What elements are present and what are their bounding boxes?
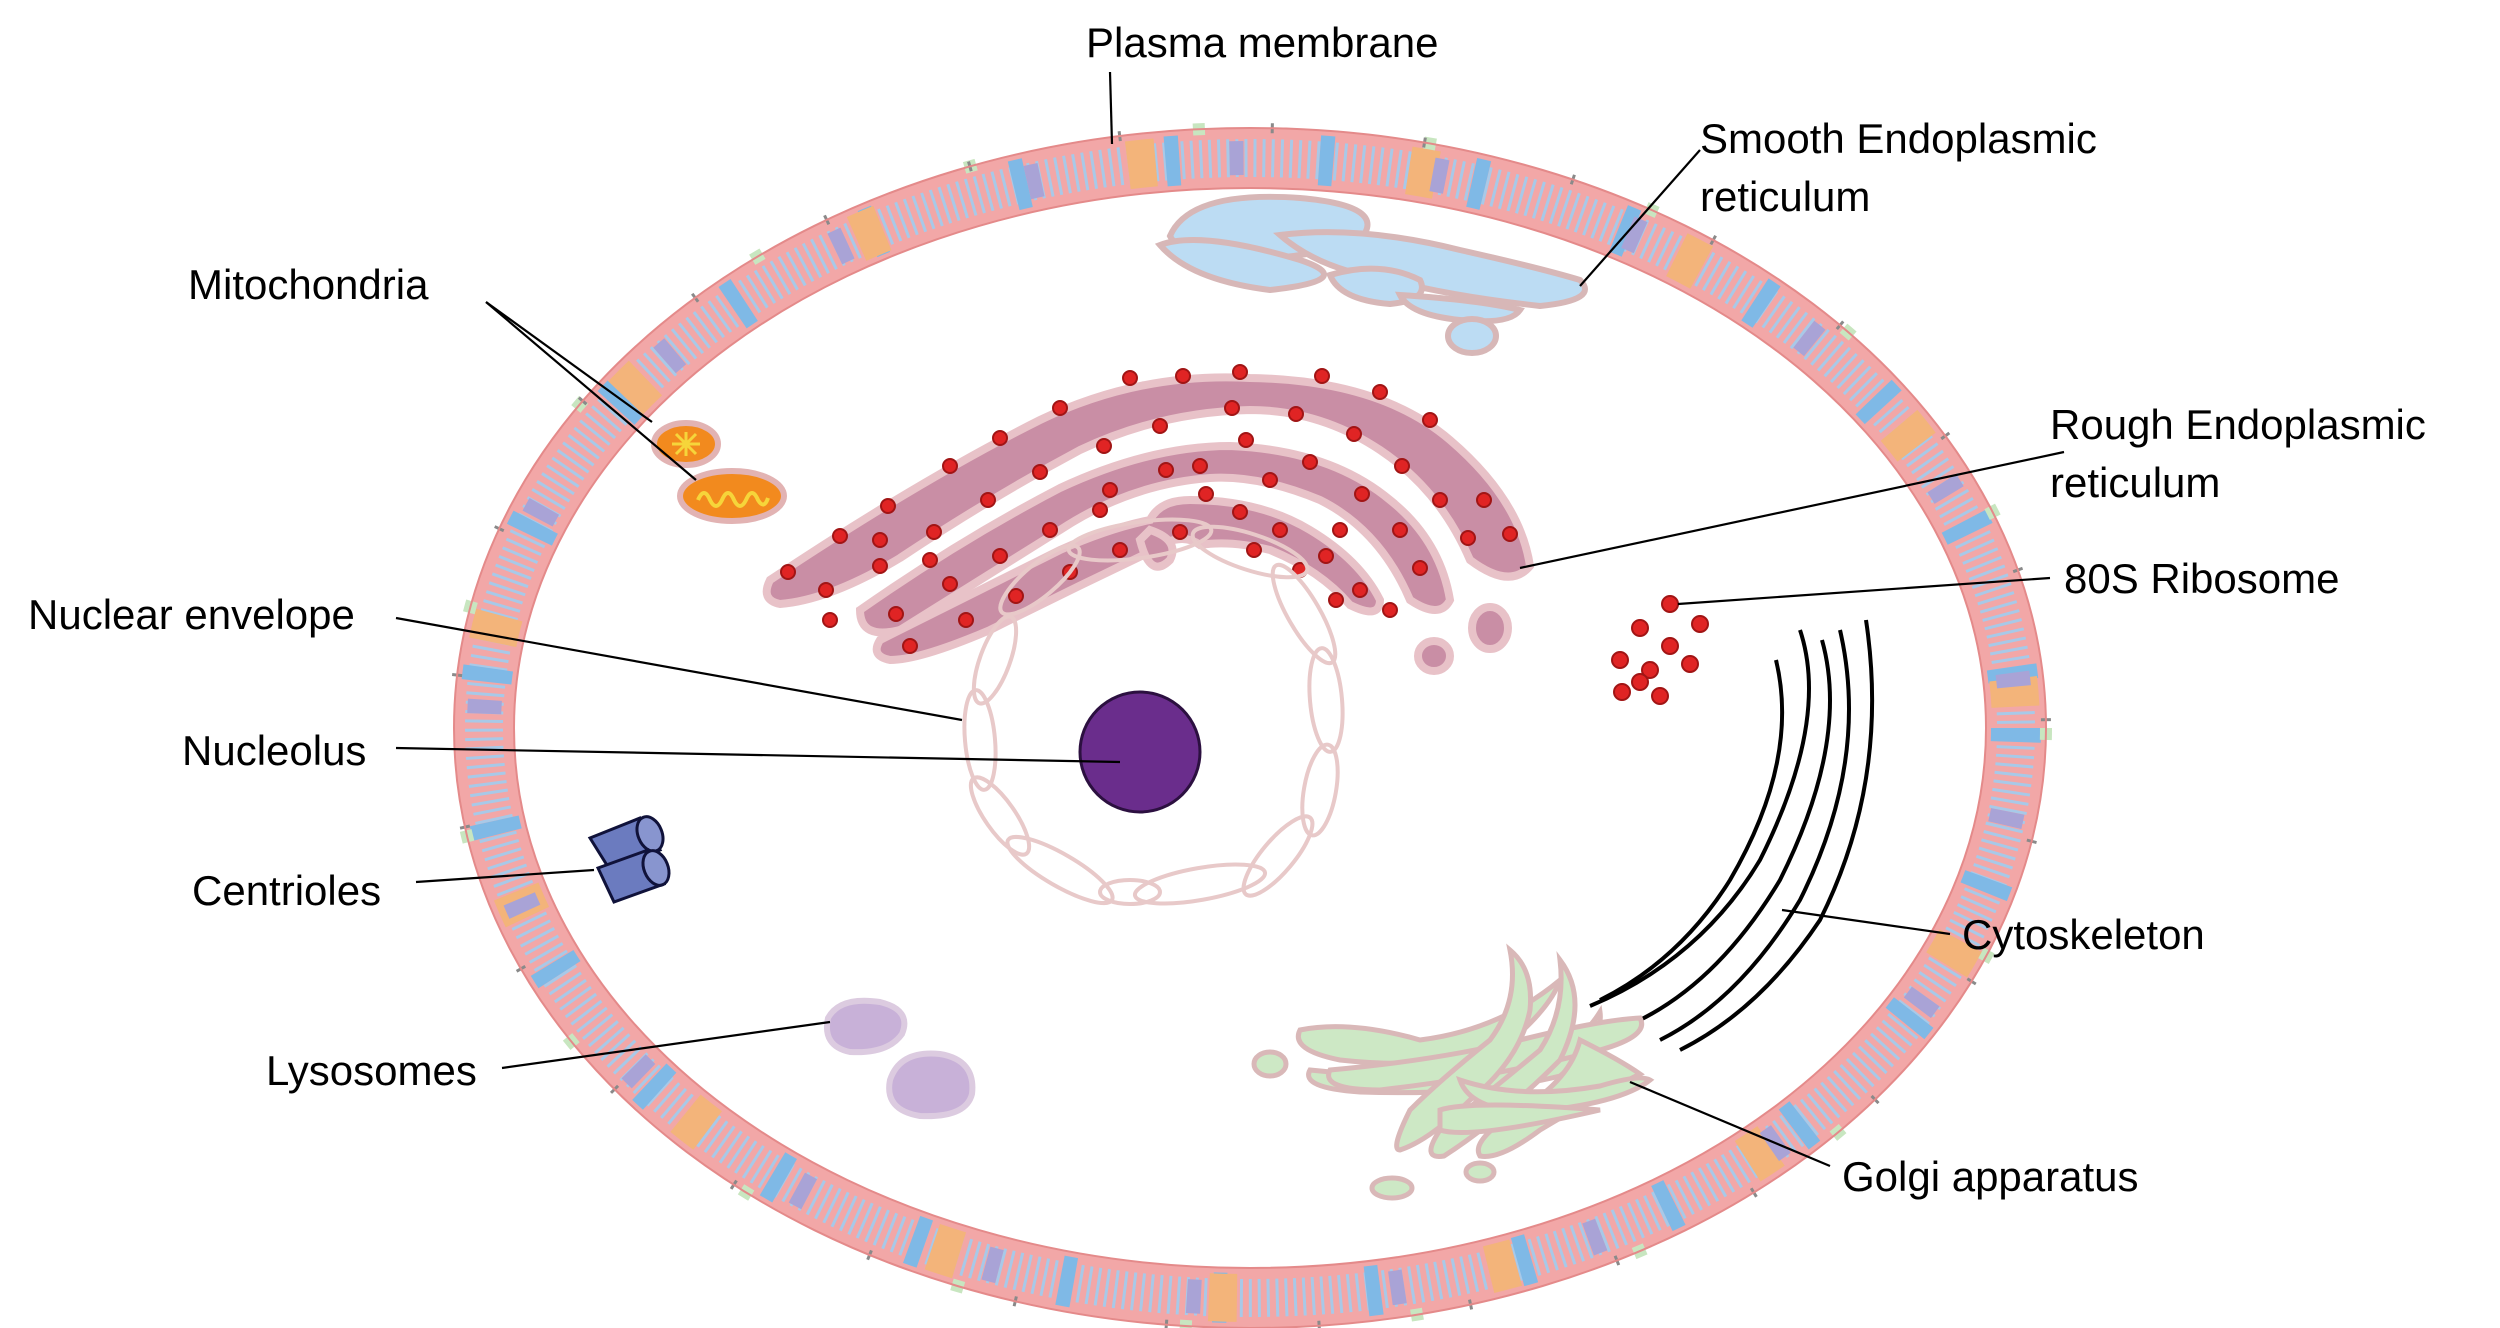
label-golgi-apparatus: Golgi apparatus [1842,1153,2139,1200]
label-smooth-er-line1: Smooth Endoplasmic [1700,115,2097,162]
label-cytoskeleton: Cytoskeleton [1962,911,2205,958]
rough-er [762,364,1535,675]
label-lysosomes: Lysosomes [266,1047,477,1094]
smooth-er [1154,193,1588,356]
nucleus [962,517,1345,906]
free-ribosomes [1611,595,1709,705]
nucleolus [1078,690,1202,814]
golgi-apparatus [1251,943,1655,1201]
mitochondria [651,420,787,524]
lysosomes [824,997,976,1120]
label-mitochondria: Mitochondria [188,261,429,308]
label-centrioles: Centrioles [192,867,382,914]
label-smooth-er-line2: reticulum [1700,173,1871,220]
cytoskeleton [1589,619,1875,1052]
plasma-membrane [448,122,2052,1328]
leader-lines [395,71,2065,1168]
nuclear-envelope [962,517,1345,906]
label-nuclear-envelope: Nuclear envelope [28,591,355,638]
centrioles [587,815,671,904]
label-nucleolus: Nucleolus [182,727,367,774]
label-80s-ribosome: 80S Ribosome [2064,555,2340,602]
label-rough-er-line1: Rough Endoplasmic [2050,401,2426,448]
label-plasma-membrane: Plasma membrane [1086,19,1439,66]
label-rough-er-line2: reticulum [2050,459,2221,506]
